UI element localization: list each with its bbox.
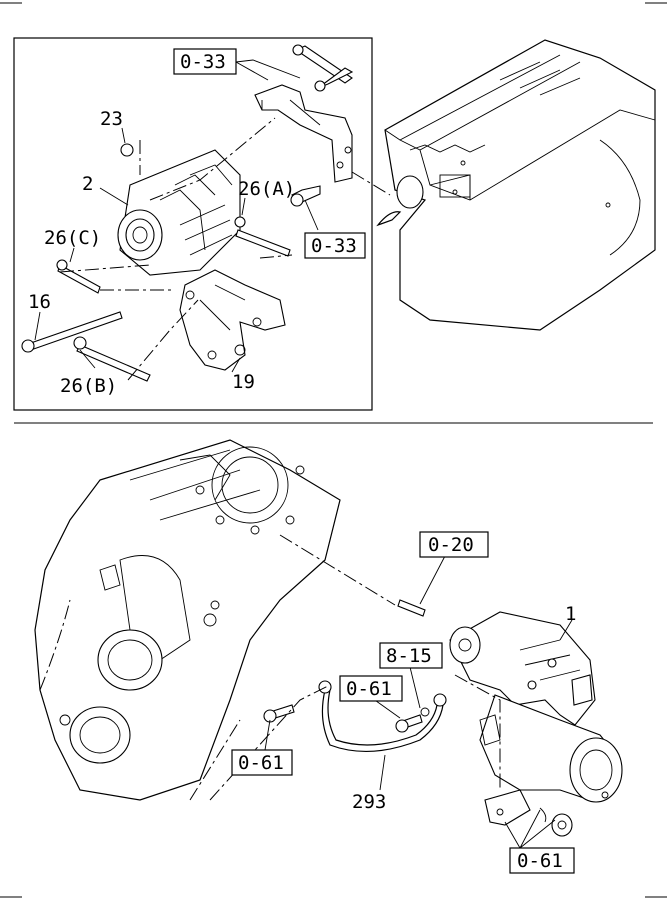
callout-0-20[interactable]: 0-20 [428,534,474,556]
top-leader-lines [34,59,391,381]
flywheel-housing-drawing [34,439,341,801]
callout-0-61-bottom[interactable]: 0-61 [517,850,563,872]
alternator-bracket-drawing [21,269,286,382]
callout-0-61-mid[interactable]: 0-61 [346,678,392,700]
callout-box-0-33-upper [173,48,237,75]
callout-0-33-upper[interactable]: 0-33 [180,51,226,73]
callout-part-23[interactable]: 23 [100,108,123,130]
callout-box-0-61-mid [339,675,403,702]
bottom-callouts: 0-20 1 8-15 0-61 0-61 293 0-61 [231,531,576,874]
alternator-drawing [56,143,291,294]
starter-motor-drawing [397,599,623,803]
callout-part-26b[interactable]: 26(B) [60,375,117,397]
top-callouts: 0-33 0-33 23 2 26(A) 26(C) 16 26(B) 19 [28,48,366,397]
callout-part-1[interactable]: 1 [565,603,576,625]
callout-part-26a[interactable]: 26(A) [238,178,295,200]
callout-box-0-33-lower [304,232,366,259]
callout-box-0-61-left [231,749,293,776]
callout-part-293[interactable]: 293 [352,791,386,813]
upper-bracket-drawing [254,44,354,207]
alternator-detail-frame [13,37,373,411]
lower-bracket-nut-drawing [484,789,573,837]
battery-cable-drawing [263,680,447,752]
callout-0-33-lower[interactable]: 0-33 [311,235,357,257]
callout-part-2[interactable]: 2 [82,173,93,195]
callout-0-61-left[interactable]: 0-61 [238,752,284,774]
callout-part-26c[interactable]: 26(C) [44,227,101,249]
engine-block-drawing [376,39,656,331]
callout-part-16[interactable]: 16 [28,291,51,313]
callout-part-19[interactable]: 19 [232,371,255,393]
callout-box-0-20 [419,531,489,558]
callout-8-15[interactable]: 8-15 [386,645,432,667]
callout-box-0-61-bottom [509,847,575,874]
callout-box-8-15 [379,642,443,669]
